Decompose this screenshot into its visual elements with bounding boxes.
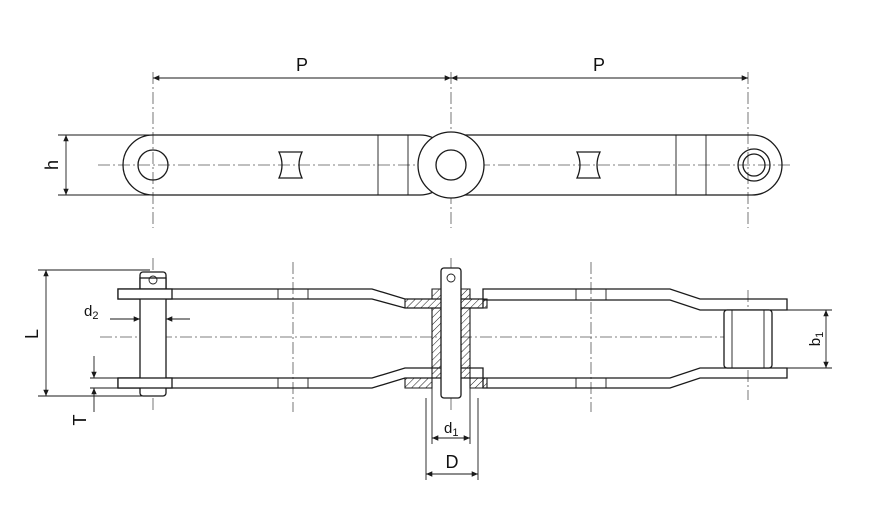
label-d2: d2 [84, 303, 98, 322]
side-center-pin [440, 267, 462, 399]
side-right-roller [723, 309, 773, 369]
side-left-plate-top [117, 288, 173, 300]
side-view: L d2 T d1 D b1 [22, 258, 832, 480]
top-right-slot [575, 151, 602, 179]
side-center-cotter [446, 273, 456, 283]
side-left-pin [139, 271, 167, 397]
label-p-left: P [296, 55, 308, 75]
label-h: h [42, 160, 62, 170]
top-left-pin-hole [137, 149, 169, 181]
top-center-joint [417, 131, 485, 199]
label-b1: b1 [807, 332, 826, 346]
top-right-roller-inner [742, 153, 766, 177]
top-view: P P h [42, 55, 790, 228]
top-center-pin-hole [435, 149, 467, 181]
side-left-cotter [148, 275, 158, 285]
side-left-pin-head [139, 277, 167, 290]
label-l: L [22, 329, 42, 339]
top-left-slot [277, 151, 304, 179]
label-p-right: P [593, 55, 605, 75]
label-t: T [70, 415, 90, 426]
label-d: D [446, 452, 459, 472]
top-right-roller-outer [737, 148, 771, 182]
label-d1: d1 [444, 420, 458, 439]
side-left-plate-bottom [117, 377, 173, 389]
side-plate-ticks [277, 289, 607, 388]
